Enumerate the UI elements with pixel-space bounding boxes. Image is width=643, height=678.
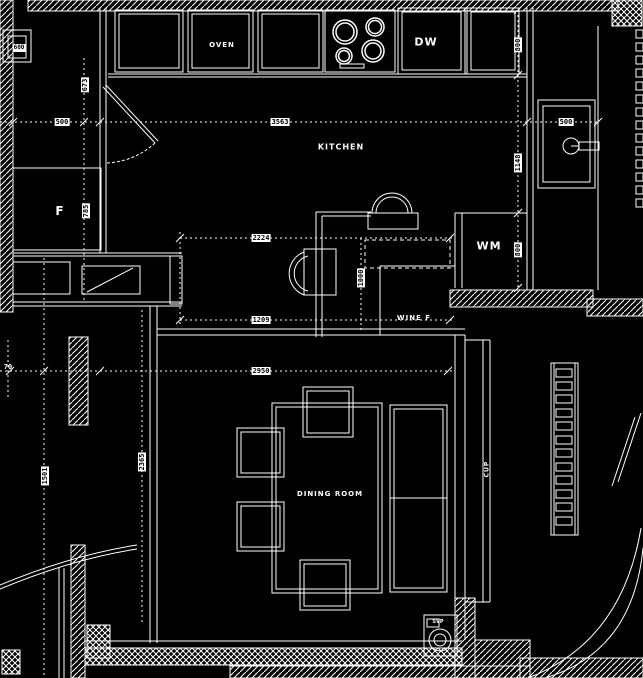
fridge-label: F bbox=[55, 204, 65, 218]
dim-entry-side: 673 bbox=[81, 77, 89, 93]
wine-fridge-label: WINE F bbox=[396, 314, 432, 322]
dim-hall-depth: 1501 bbox=[41, 466, 49, 486]
door-swings-misc bbox=[0, 412, 643, 678]
top-cabinets bbox=[114, 7, 520, 75]
dimension-ticks bbox=[5, 5, 603, 376]
radiator-icon bbox=[550, 362, 579, 536]
dim-dining-depth: 2365 bbox=[138, 452, 146, 472]
cooktop-icon bbox=[324, 9, 396, 73]
oven-label: OVEN bbox=[209, 41, 235, 49]
interior-walls bbox=[13, 8, 599, 678]
dim-island-depth: 1000 bbox=[357, 268, 365, 288]
dim-island-width: 2224 bbox=[251, 234, 271, 242]
dim-right-top: 800 bbox=[514, 37, 522, 53]
right-edge-brackets bbox=[635, 29, 643, 208]
dim-dining-width: 2950 bbox=[251, 367, 271, 375]
dim-right-middle: 1148 bbox=[514, 153, 522, 173]
dim-kitchen-run: 3563 bbox=[270, 118, 290, 126]
dim-shelf-width: 600 bbox=[12, 44, 26, 52]
dimension-lines bbox=[0, 10, 598, 678]
sink-icon bbox=[537, 99, 600, 189]
dim-island-clear: 1209 bbox=[251, 316, 271, 324]
dining-room-label: DINING ROOM bbox=[296, 490, 364, 498]
dining-set bbox=[236, 386, 448, 611]
washing-machine-label: WM bbox=[476, 239, 502, 253]
island bbox=[288, 192, 455, 337]
floor-drain-label: SVP bbox=[432, 619, 444, 625]
left-cabinets bbox=[2, 29, 183, 305]
dim-right-bottom: 800 bbox=[514, 242, 522, 258]
dim-fridge-bay: 785 bbox=[82, 203, 90, 219]
floor-drain-icon bbox=[423, 614, 458, 657]
dishwasher-label: DW bbox=[414, 35, 438, 49]
cupboard-label: CUP bbox=[483, 460, 491, 478]
dim-sink-width: 500 bbox=[558, 118, 574, 126]
door-swing-kitchen bbox=[102, 84, 159, 164]
kitchen-label: KITCHEN bbox=[317, 142, 365, 152]
dim-wall-offset: 70 bbox=[3, 363, 13, 371]
dim-wall-left: 500 bbox=[54, 118, 70, 126]
